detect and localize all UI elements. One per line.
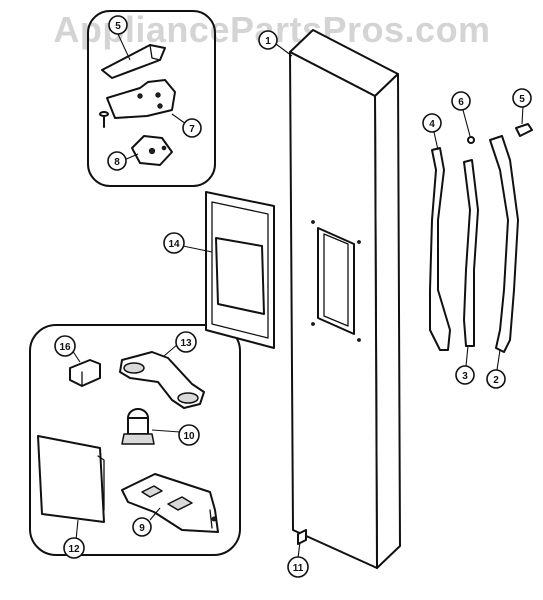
door-dispenser-cutout xyxy=(317,227,355,335)
svg-text:9: 9 xyxy=(139,523,145,534)
inset-frame-top xyxy=(87,10,216,187)
svg-text:1: 1 xyxy=(265,36,271,47)
svg-text:16: 16 xyxy=(59,342,71,353)
svg-text:5: 5 xyxy=(519,94,525,105)
svg-text:3: 3 xyxy=(462,371,468,382)
svg-text:12: 12 xyxy=(68,544,80,555)
svg-text:10: 10 xyxy=(183,431,195,442)
door-gasket-part-4 xyxy=(429,147,451,351)
svg-text:7: 7 xyxy=(189,124,195,135)
callout-7: 7 xyxy=(182,118,202,138)
leader-lines xyxy=(71,33,524,559)
callout-12: 13 xyxy=(175,331,197,353)
dispenser-frame-part xyxy=(205,191,275,349)
callout-16: 16 xyxy=(54,335,76,357)
callout-3: 3 xyxy=(455,365,475,385)
callout-6: 6 xyxy=(451,91,471,111)
door-panel-part xyxy=(289,29,401,569)
hinge-cover-bottom-part xyxy=(37,435,105,523)
door-stop-clip xyxy=(297,529,307,545)
gasket-group xyxy=(429,123,533,353)
svg-text:4: 4 xyxy=(429,119,435,130)
svg-text:5: 5 xyxy=(115,21,121,32)
svg-text:11: 11 xyxy=(293,563,304,574)
callout-4: 4 xyxy=(422,113,442,133)
door-handle-part-2 xyxy=(489,135,519,353)
callout-14: 14 xyxy=(163,232,185,254)
svg-text:6: 6 xyxy=(458,97,464,108)
callout-2: 2 xyxy=(486,369,506,389)
svg-text:14: 14 xyxy=(168,239,180,250)
dispenser-opening xyxy=(215,237,265,315)
callout-1: 1 xyxy=(258,30,278,50)
inset-hinge-bottom xyxy=(29,324,241,556)
svg-text:13: 13 xyxy=(180,338,192,349)
callout-9: 9 xyxy=(132,517,152,537)
door-gasket-part-3 xyxy=(463,159,479,347)
hinge-cover-part xyxy=(101,44,166,79)
callout-8: 8 xyxy=(107,151,127,171)
callout-10: 10 xyxy=(178,424,200,446)
inset-frame-bottom xyxy=(29,324,241,556)
svg-text:8: 8 xyxy=(114,157,120,168)
screw-part-5 xyxy=(515,123,533,137)
callout-11: 11 xyxy=(287,556,309,578)
inset-hinge-top xyxy=(87,10,216,187)
callout-13: 12 xyxy=(63,537,85,559)
top-hinge-plate-part xyxy=(106,79,176,119)
callout-5-top: 5 xyxy=(108,15,128,35)
svg-text:2: 2 xyxy=(493,375,499,386)
door-side-face xyxy=(374,73,401,569)
callout-labels: 1 5 7 8 14 4 6 5 3 2 16 13 10 12 9 11 xyxy=(54,15,532,578)
callout-5-right: 5 xyxy=(512,88,532,108)
screw-part-6 xyxy=(467,136,475,144)
bracket-part xyxy=(69,359,101,387)
